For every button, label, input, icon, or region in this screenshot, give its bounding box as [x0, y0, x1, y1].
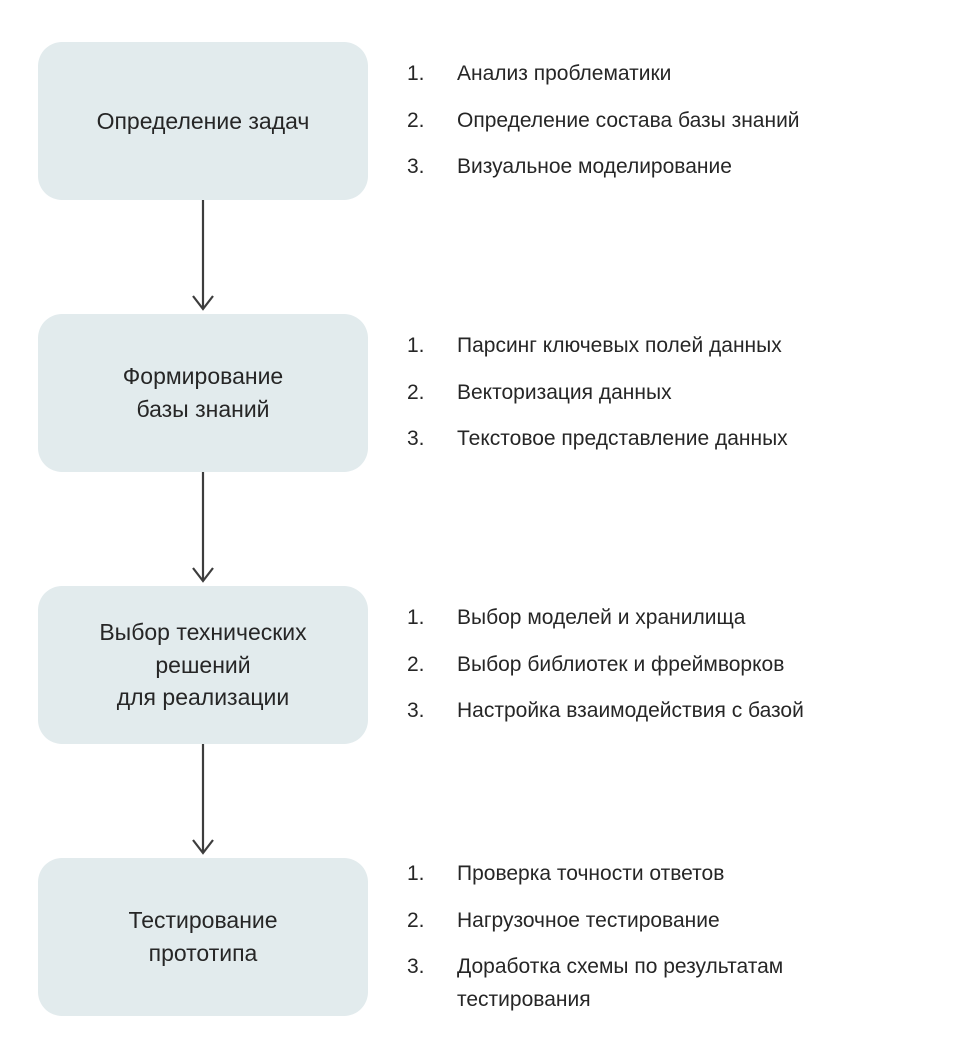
list-item-text: Текстовое представление данных: [457, 427, 788, 451]
list-item-text: Векторизация данных: [457, 380, 672, 404]
list-item-number: 3.: [407, 955, 425, 979]
flow-connector: [38, 744, 368, 858]
stage-4-list: 1. Проверка точности ответов 2. Нагрузоч…: [407, 858, 783, 1016]
list-item: 1. Парсинг ключевых полей данных: [407, 330, 788, 363]
list-item-number: 2.: [407, 908, 425, 932]
stage-box-choose-technical-solutions: Выбор технических решений для реализации: [38, 586, 368, 744]
list-item: 3. Визуальное моделирование: [407, 151, 800, 184]
list-item-text: Нагрузочное тестирование: [457, 908, 720, 932]
stage-1: Определение задач 1. Анализ проблематики…: [38, 42, 973, 200]
list-item-text: Выбор библиотек и фреймворков: [457, 652, 785, 676]
flowchart: Определение задач 1. Анализ проблематики…: [38, 42, 973, 1017]
list-item: 3. Текстовое представление данных: [407, 423, 788, 456]
arrow-down-icon: [192, 472, 214, 583]
list-item: 3. Настройка взаимодействия с базой: [407, 695, 804, 728]
list-item-number: 3.: [407, 699, 425, 723]
list-item-number: 2.: [407, 380, 425, 404]
list-item: 2. Нагрузочное тестирование: [407, 905, 783, 938]
stage-1-list: 1. Анализ проблематики 2. Определение со…: [407, 58, 800, 184]
list-item: 2. Векторизация данных: [407, 377, 788, 410]
list-item-text: Проверка точности ответов: [457, 862, 725, 885]
stage-4: Тестирование прототипа 1. Проверка точно…: [38, 858, 973, 1017]
list-item-number: 1.: [407, 62, 425, 86]
stage-box-define-tasks: Определение задач: [38, 42, 368, 200]
stage-3-list: 1. Выбор моделей и хранилища 2. Выбор би…: [407, 602, 804, 728]
list-item: 2. Выбор библиотек и фреймворков: [407, 649, 804, 682]
list-item-number: 2.: [407, 108, 425, 132]
list-item-number: 3.: [407, 427, 425, 451]
list-item-text: Анализ проблематики: [457, 62, 672, 86]
list-item-text: Выбор моделей и хранилища: [457, 606, 746, 630]
flow-connector: [38, 200, 368, 314]
list-item-text: Доработка схемы по результатам тестирова…: [457, 955, 784, 1011]
list-item-text: Парсинг ключевых полей данных: [457, 334, 782, 358]
list-item-number: 3.: [407, 155, 425, 179]
list-item: 1. Анализ проблематики: [407, 58, 800, 91]
flow-connector: [38, 472, 368, 586]
list-item: 1. Проверка точности ответов: [407, 858, 783, 891]
arrow-down-icon: [192, 744, 214, 855]
stage-2-list: 1. Парсинг ключевых полей данных 2. Вект…: [407, 330, 788, 456]
list-item-text: Настройка взаимодействия с базой: [457, 699, 804, 723]
stage-2: Формирование базы знаний 1. Парсинг ключ…: [38, 314, 973, 472]
list-item: 1. Выбор моделей и хранилища: [407, 602, 804, 635]
arrow-down-icon: [192, 200, 214, 311]
list-item: 3. Доработка схемы по результатам тестир…: [407, 951, 783, 1016]
list-item-text: Определение состава базы знаний: [457, 108, 800, 132]
list-item-number: 2.: [407, 652, 425, 676]
list-item-text: Визуальное моделирование: [457, 155, 732, 179]
list-item-number: 1.: [407, 334, 425, 358]
list-item-number: 1.: [407, 606, 425, 630]
list-item: 2. Определение состава базы знаний: [407, 105, 800, 138]
stage-3: Выбор технических решений для реализации…: [38, 586, 973, 744]
stage-box-build-knowledge-base: Формирование базы знаний: [38, 314, 368, 472]
list-item-number: 1.: [407, 862, 425, 885]
stage-box-prototype-testing: Тестирование прототипа: [38, 858, 368, 1017]
